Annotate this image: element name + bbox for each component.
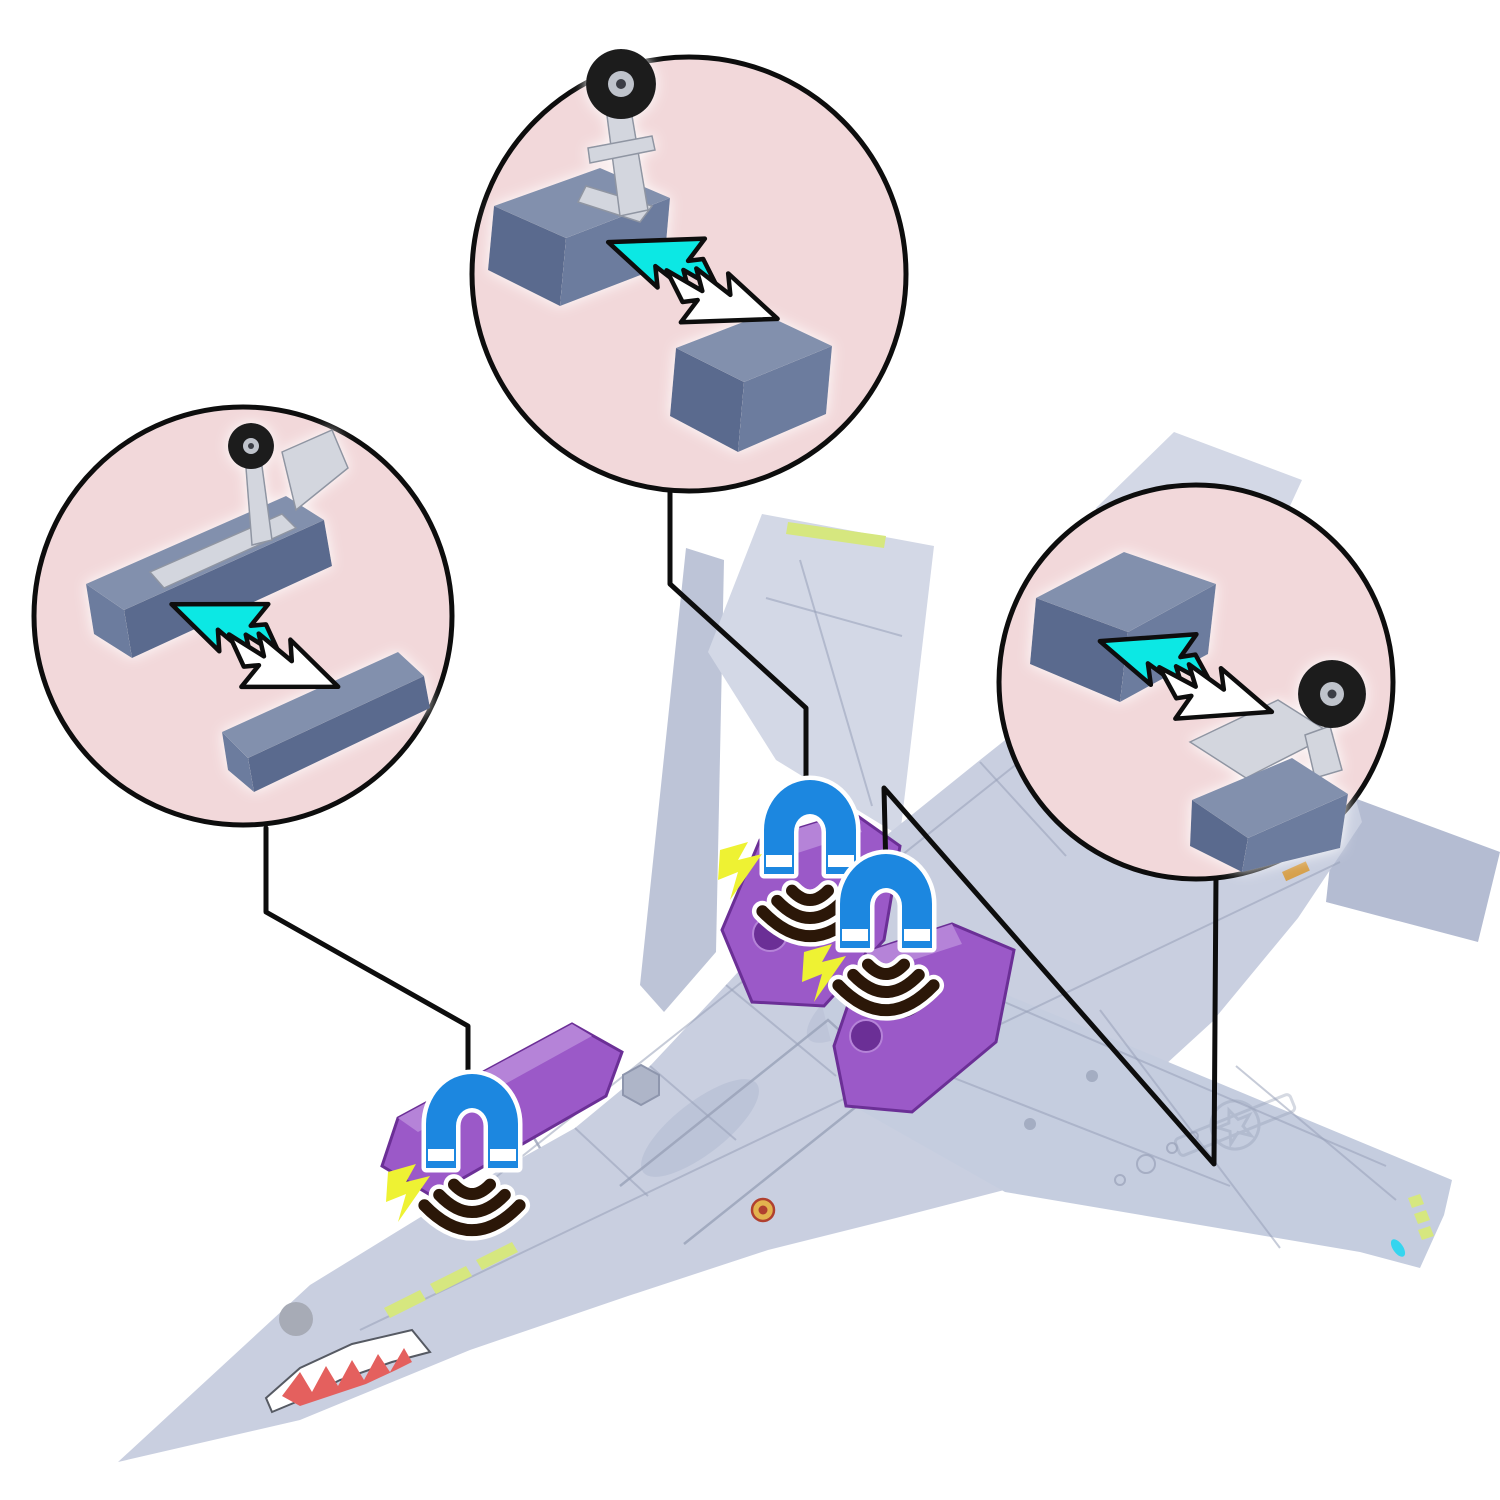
gear-closed-piece: [670, 314, 832, 452]
callout-connector-left: [263, 825, 471, 1091]
callout-connectors: [263, 487, 1219, 1167]
callout-contents: [86, 49, 1366, 872]
gear-closed-piece: [222, 652, 430, 792]
callout-top-content: [488, 49, 832, 452]
callout-right-content: [1030, 552, 1366, 872]
gear-door-flap: [281, 429, 349, 512]
tail-decal: [1282, 861, 1310, 882]
intake-bulge-left: [641, 1079, 759, 1177]
hex-opening: [622, 1063, 660, 1107]
gear-open-piece: [86, 423, 349, 658]
nose-strip: [384, 1290, 426, 1318]
fin-tip-strip: [786, 522, 886, 548]
nose-details: [264, 1127, 542, 1414]
callout-connector-right: [881, 785, 1219, 1167]
callout-left-content: [86, 423, 430, 792]
left-wing: [640, 548, 724, 1012]
squadron-decal: [750, 1197, 776, 1223]
nose-strip: [430, 1266, 472, 1294]
gear-open-piece: [488, 49, 670, 306]
shark-mouth-art: [264, 1328, 432, 1414]
right-stabilizer: [1326, 792, 1500, 942]
nose-sensor-circle: [279, 1302, 313, 1336]
wingtip-formation-light: [1390, 1194, 1434, 1257]
nose-strip: [476, 1242, 518, 1270]
callout-connector-top: [667, 487, 809, 805]
left-vertical-fin: [708, 514, 934, 836]
bay-recess: [849, 1019, 883, 1053]
gear-open-piece: [1188, 660, 1366, 872]
